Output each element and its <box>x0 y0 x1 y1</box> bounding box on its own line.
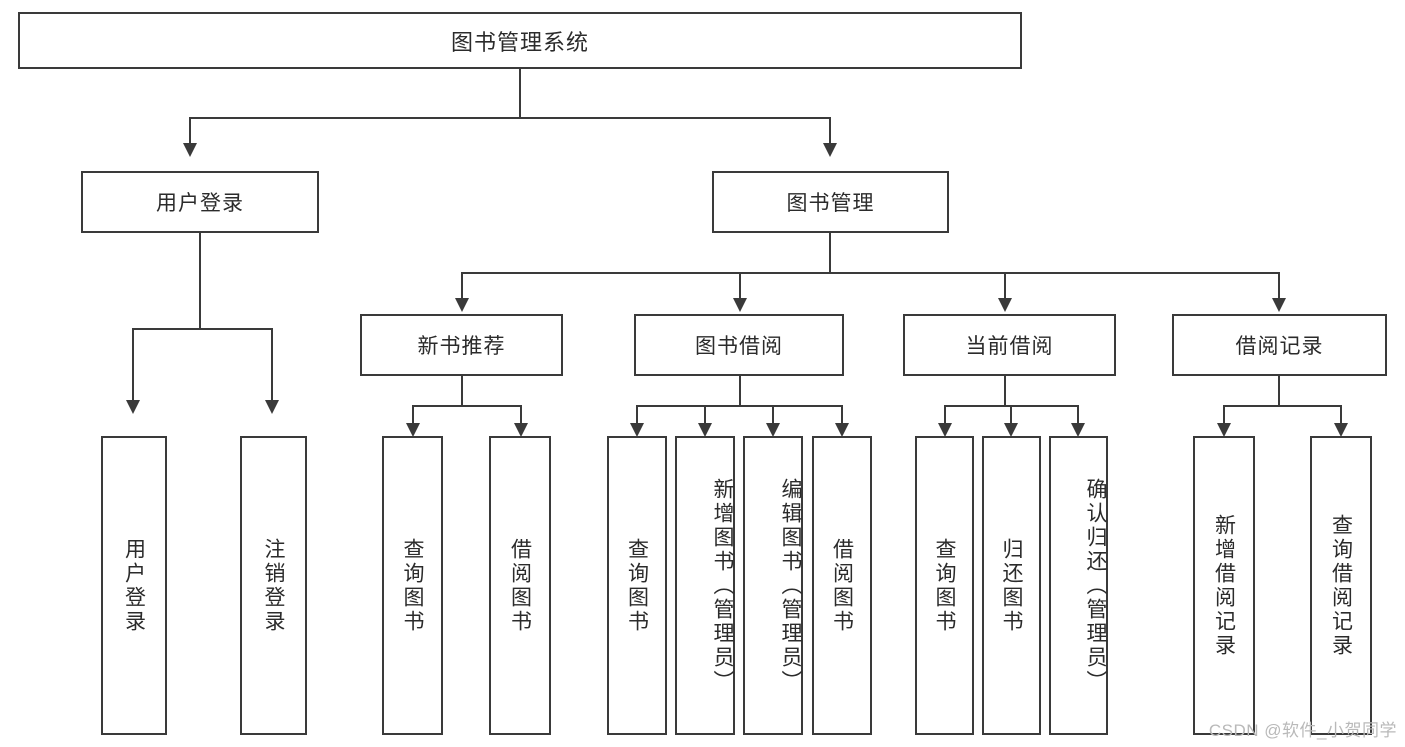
leaf-edit-book[interactable]: 编辑图书（管理员） <box>743 436 803 735</box>
edge-user-login-bus <box>132 328 272 330</box>
leaf-add-record[interactable]: 新增借阅记录 <box>1193 436 1255 735</box>
edge-cb-to-leaf-2 <box>1010 405 1012 425</box>
arrow-root-to-book-management <box>823 143 837 157</box>
arrow-new-book-to-leaf-2 <box>514 423 528 437</box>
edge-borrow-record-stem <box>1278 376 1280 406</box>
edge-bb-to-leaf-2 <box>704 405 706 425</box>
edge-book-borrow-bus <box>636 405 842 407</box>
arrow-bb-to-leaf-2 <box>698 423 712 437</box>
arrow-br-to-leaf-2 <box>1334 423 1348 437</box>
arrow-bm-to-book-borrow <box>733 298 747 312</box>
arrow-br-to-leaf-1 <box>1217 423 1231 437</box>
leaf-user-login[interactable]: 用户登录 <box>101 436 167 735</box>
edge-book-borrow-stem <box>739 376 741 406</box>
leaf-query-book-2[interactable]: 查询图书 <box>607 436 667 735</box>
edge-borrow-record-bus <box>1223 405 1341 407</box>
edge-new-book-to-leaf-2 <box>520 405 522 425</box>
edge-bm-to-book-borrow <box>739 272 741 300</box>
arrow-bm-to-borrow-record <box>1272 298 1286 312</box>
edge-root-bus <box>189 117 831 119</box>
node-new-book-recommend[interactable]: 新书推荐 <box>360 314 563 376</box>
edge-book-management-stem <box>829 233 831 273</box>
arrow-bm-to-new-book <box>455 298 469 312</box>
leaf-query-book-1[interactable]: 查询图书 <box>382 436 443 735</box>
edge-bm-to-current-borrow <box>1004 272 1006 300</box>
arrow-cb-to-leaf-2 <box>1004 423 1018 437</box>
leaf-logout-login[interactable]: 注销登录 <box>240 436 307 735</box>
edge-bb-to-leaf-1 <box>636 405 638 425</box>
leaf-confirm-return[interactable]: 确认归还（管理员） <box>1049 436 1108 735</box>
arrow-cb-to-leaf-1 <box>938 423 952 437</box>
arrow-new-book-to-leaf-1 <box>406 423 420 437</box>
edge-book-management-bus <box>461 272 1280 274</box>
edge-user-login-to-leaf-2 <box>271 328 273 402</box>
arrow-bm-to-current-borrow <box>998 298 1012 312</box>
arrow-user-login-to-leaf-1 <box>126 400 140 414</box>
node-book-borrow[interactable]: 图书借阅 <box>634 314 844 376</box>
arrow-cb-to-leaf-3 <box>1071 423 1085 437</box>
edge-root-to-user-login <box>189 117 191 145</box>
node-borrow-record[interactable]: 借阅记录 <box>1172 314 1387 376</box>
edge-root-to-book-management <box>829 117 831 145</box>
leaf-return-book[interactable]: 归还图书 <box>982 436 1041 735</box>
node-book-management[interactable]: 图书管理 <box>712 171 949 233</box>
leaf-add-book[interactable]: 新增图书（管理员） <box>675 436 735 735</box>
arrow-root-to-user-login <box>183 143 197 157</box>
arrow-bb-to-leaf-3 <box>766 423 780 437</box>
leaf-borrow-book-2[interactable]: 借阅图书 <box>812 436 872 735</box>
edge-new-book-to-leaf-1 <box>412 405 414 425</box>
node-current-borrow[interactable]: 当前借阅 <box>903 314 1116 376</box>
edge-new-book-bus <box>412 405 522 407</box>
edge-new-book-stem <box>461 376 463 406</box>
arrow-user-login-to-leaf-2 <box>265 400 279 414</box>
edge-root-stem <box>519 69 521 118</box>
edge-user-login-to-leaf-1 <box>132 328 134 402</box>
leaf-query-book-3[interactable]: 查询图书 <box>915 436 974 735</box>
arrow-bb-to-leaf-4 <box>835 423 849 437</box>
edge-br-to-leaf-2 <box>1340 405 1342 425</box>
edge-br-to-leaf-1 <box>1223 405 1225 425</box>
edge-user-login-stem <box>199 233 201 329</box>
edge-bm-to-new-book <box>461 272 463 300</box>
arrow-bb-to-leaf-1 <box>630 423 644 437</box>
edge-cb-to-leaf-3 <box>1077 405 1079 425</box>
edge-bm-to-borrow-record <box>1278 272 1280 300</box>
watermark-text: CSDN @软件_小贺同学 <box>1208 721 1397 740</box>
edge-current-borrow-stem <box>1004 376 1006 406</box>
leaf-query-record[interactable]: 查询借阅记录 <box>1310 436 1372 735</box>
leaf-borrow-book-1[interactable]: 借阅图书 <box>489 436 551 735</box>
edge-bb-to-leaf-4 <box>841 405 843 425</box>
node-root-book-management-system[interactable]: 图书管理系统 <box>18 12 1022 69</box>
edge-bb-to-leaf-3 <box>772 405 774 425</box>
edge-cb-to-leaf-1 <box>944 405 946 425</box>
node-user-login[interactable]: 用户登录 <box>81 171 319 233</box>
